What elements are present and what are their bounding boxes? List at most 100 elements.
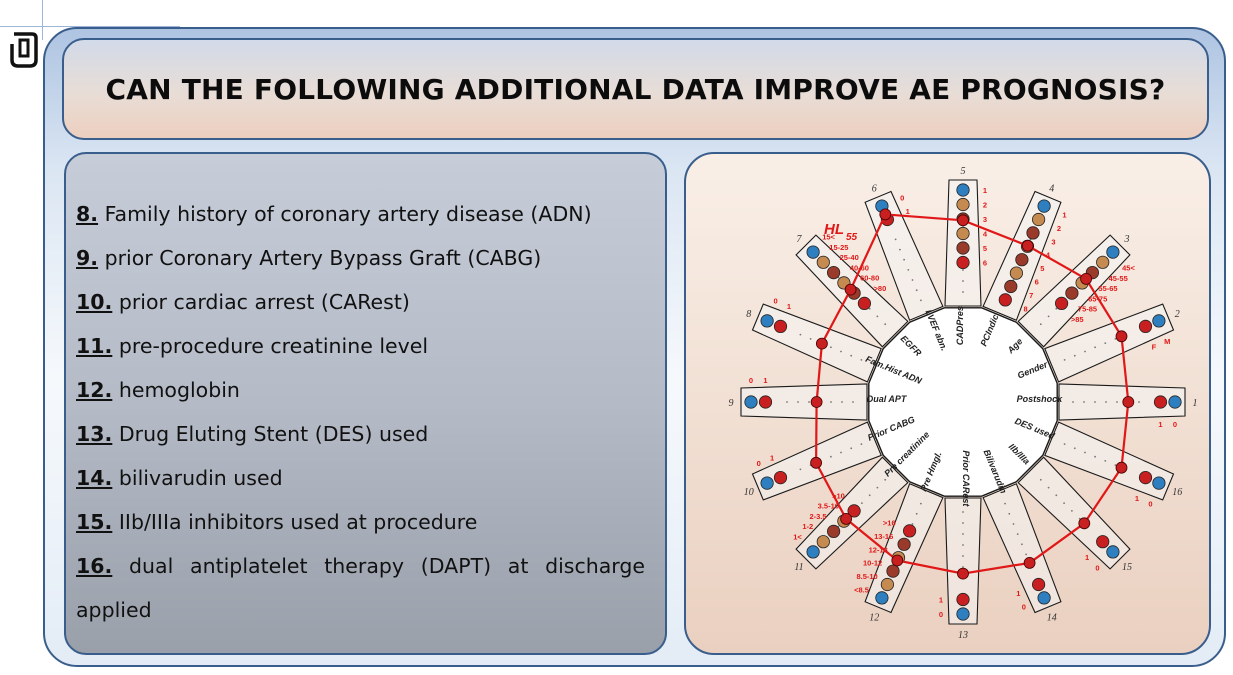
level-marker <box>1152 314 1166 328</box>
level-marker <box>998 293 1012 307</box>
spoke-dot <box>860 359 863 361</box>
spoke-index: 16 <box>1172 487 1182 498</box>
spoke-dot <box>850 354 853 357</box>
level-label: 1 <box>1062 211 1066 220</box>
level-label: 0 <box>900 194 904 203</box>
feature-list-panel: 8. Family history of coronary artery dis… <box>64 152 667 655</box>
spoke-dot <box>1073 354 1076 357</box>
spoke-dot <box>962 511 964 513</box>
item-number: 16. <box>76 554 113 578</box>
profile-point <box>879 208 892 221</box>
level-marker <box>847 504 861 518</box>
spoke-dot <box>1084 451 1086 454</box>
level-marker <box>886 564 900 578</box>
item-text: prior cardiac arrest (CARest) <box>118 290 410 314</box>
profile-point <box>810 396 823 408</box>
item-text: Family history of coronary artery diseas… <box>104 202 592 226</box>
spoke-13 <box>944 497 982 625</box>
level-marker <box>1106 545 1120 559</box>
spoke-dot <box>1016 533 1019 535</box>
annotation-subscript: 55 <box>846 232 858 243</box>
level-marker <box>760 476 774 490</box>
spoke-dot <box>1047 315 1050 318</box>
level-label: 3.5-10 <box>818 502 839 511</box>
item-number: 13. <box>76 422 113 446</box>
spoke-dot <box>786 401 788 403</box>
spoke-dot <box>1104 342 1107 344</box>
spoke-dot <box>876 486 879 489</box>
level-marker <box>956 183 970 197</box>
spoke-dot <box>797 401 799 403</box>
level-marker <box>903 524 917 538</box>
profile-point <box>957 567 969 580</box>
spoke-name: Prior CARest <box>961 450 971 507</box>
spoke-dot <box>903 258 905 261</box>
spoke-dot <box>799 468 802 471</box>
spoke-dot <box>1021 543 1023 546</box>
level-label: 0 <box>1095 564 1099 573</box>
item-number: 15. <box>76 510 113 534</box>
level-label: 0 <box>774 297 778 306</box>
spoke-dot <box>830 346 832 349</box>
list-item: 14. bilivarudin used <box>76 456 645 500</box>
item-number: 10. <box>76 290 113 314</box>
level-marker <box>1138 470 1153 485</box>
spoke-index: 10 <box>744 487 754 498</box>
spoke-dot <box>1063 359 1066 361</box>
spoke-index: 2 <box>1175 309 1180 320</box>
level-marker <box>744 395 758 409</box>
spoke-index: 9 <box>729 398 734 409</box>
spoke-dot <box>1094 401 1096 403</box>
level-label: 4 <box>983 230 988 239</box>
item-text: prior Coronary Artery Bypass Graft (CABG… <box>104 246 542 270</box>
spoke-index: 5 <box>961 166 966 177</box>
corner-guide-vertical <box>42 0 43 40</box>
spoke-dot <box>915 512 918 515</box>
item-number: 12. <box>76 378 113 402</box>
profile-point <box>810 456 823 469</box>
list-item: 8. Family history of coronary artery dis… <box>76 192 645 236</box>
level-label: 75-85 <box>1078 305 1097 314</box>
spoke-dot <box>860 443 863 445</box>
spoke-dot <box>1114 338 1117 340</box>
spoke-dot <box>1116 401 1118 403</box>
list-item: 11. pre-procedure creatinine level <box>76 324 645 368</box>
level-label: 6 <box>1035 278 1039 287</box>
item-number: 11. <box>76 334 113 358</box>
level-label: >80 <box>874 284 887 293</box>
profile-point <box>1023 556 1036 569</box>
spoke-dot <box>876 315 879 318</box>
level-label: 4 <box>1046 251 1051 260</box>
spoke-dot <box>840 350 842 353</box>
spoke-dot <box>920 299 922 302</box>
level-marker <box>956 255 970 270</box>
spoke-dot <box>1105 401 1107 403</box>
spoke-dot <box>1039 323 1042 326</box>
level-label: >85 <box>1071 315 1084 324</box>
level-label: 1-2 <box>802 522 813 531</box>
logo-icon <box>10 32 38 68</box>
level-marker <box>1153 395 1168 409</box>
level-label: 10-12 <box>863 559 882 568</box>
spoke-dot <box>1084 350 1086 353</box>
level-marker <box>875 591 889 605</box>
level-marker <box>816 255 830 269</box>
level-marker <box>773 470 788 485</box>
level-label: <8.5 <box>854 585 869 594</box>
spoke-dot <box>899 248 901 251</box>
level-marker <box>1031 212 1046 227</box>
level-label: 8.5-10 <box>856 572 877 581</box>
level-marker <box>1138 319 1153 333</box>
spoke-dot <box>852 401 854 403</box>
spoke-dot <box>830 401 832 403</box>
level-marker <box>1026 226 1040 240</box>
level-label: 60-80 <box>860 274 879 283</box>
level-marker <box>806 545 820 559</box>
spoke-dot <box>962 533 964 535</box>
level-marker <box>1096 535 1110 549</box>
level-label: 0 <box>757 459 761 468</box>
level-marker <box>1004 279 1018 294</box>
spoke-dot <box>1094 455 1096 458</box>
level-marker <box>1168 395 1182 409</box>
level-marker <box>1037 199 1051 213</box>
